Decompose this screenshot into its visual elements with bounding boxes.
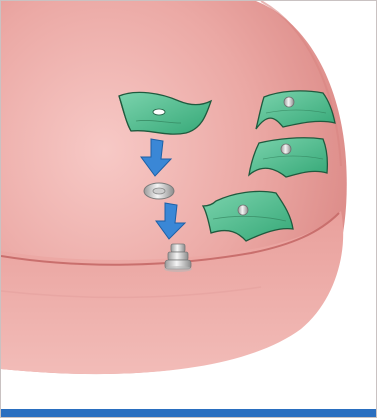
ring-washer-icon <box>144 183 174 199</box>
bottom-accent-bar <box>1 409 376 417</box>
gum-tissue <box>1 1 376 409</box>
dental-implant-illustration <box>1 1 376 409</box>
